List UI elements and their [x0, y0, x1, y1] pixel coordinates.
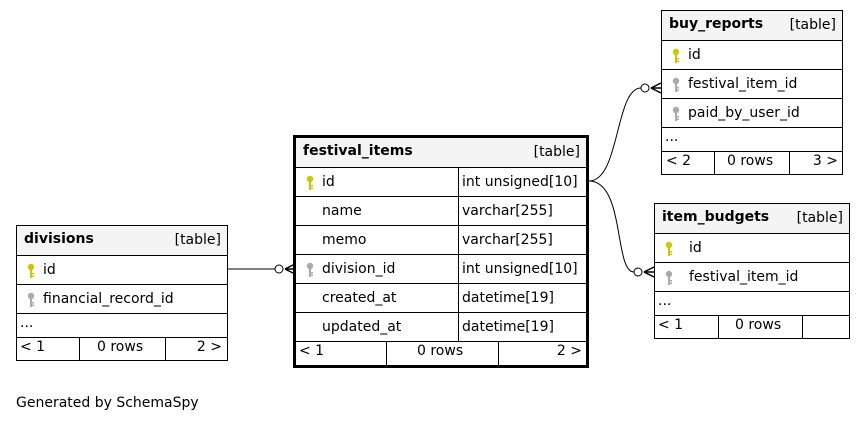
table-type: [table] [796, 210, 843, 226]
column-name[interactable]: name [322, 203, 362, 219]
primary-key-icon [665, 241, 673, 256]
column-type: varchar[255] [462, 232, 553, 248]
column-type: varchar[255] [462, 203, 553, 219]
column-name[interactable]: created_at [322, 290, 397, 306]
table-header[interactable]: buy_reports [table] [662, 11, 842, 41]
column-name[interactable]: id [688, 47, 701, 63]
table-item-budgets[interactable]: item_budgets [table] id festival_item_id… [654, 203, 850, 339]
column-row[interactable]: financial_record_id [17, 285, 227, 314]
foreign-key-icon [672, 77, 680, 92]
parent-count[interactable]: < 1 [20, 339, 46, 355]
column-row[interactable]: festival_item_id [662, 70, 842, 99]
column-name[interactable]: festival_item_id [689, 269, 799, 285]
primary-key-icon [306, 175, 314, 190]
child-count[interactable]: 2 > [196, 339, 222, 355]
column-name[interactable]: division_id [322, 261, 396, 277]
table-name[interactable]: item_budgets [662, 209, 770, 225]
column-type: int unsigned[10] [462, 174, 578, 190]
column-name[interactable]: id [689, 240, 702, 256]
column-name[interactable]: financial_record_id [43, 291, 174, 307]
table-name[interactable]: divisions [24, 231, 94, 247]
column-name[interactable]: memo [322, 232, 367, 248]
row-count: 0 rows [417, 343, 464, 359]
foreign-key-icon [665, 270, 673, 285]
table-type: [table] [174, 232, 221, 248]
relation-optional-marker [633, 267, 643, 277]
more-columns-ellipsis: ... [662, 128, 842, 152]
column-type: datetime[19] [462, 290, 554, 306]
column-type: int unsigned[10] [462, 261, 578, 277]
relation-crowfoot-marker [650, 82, 662, 94]
column-row[interactable]: division_id int unsigned[10] [296, 255, 586, 284]
column-row[interactable]: festival_item_id [655, 263, 849, 292]
table-divisions[interactable]: divisions [table] id financial_record_id… [16, 225, 228, 361]
more-columns-ellipsis: ... [655, 292, 849, 316]
relation-optional-marker [274, 264, 284, 274]
table-footer: < 2 0 rows 3 > [662, 152, 842, 174]
table-buy-reports[interactable]: buy_reports [table] id festival_item_id … [661, 10, 843, 175]
relation-festival-items-buy-reports [588, 87, 642, 182]
relation-optional-marker [640, 83, 650, 93]
column-row[interactable]: name varchar[255] [296, 197, 586, 226]
table-name[interactable]: festival_items [303, 143, 413, 159]
table-footer: < 1 0 rows 2 > [296, 342, 586, 365]
generated-by-credit: Generated by SchemaSpy [16, 395, 199, 411]
table-header[interactable]: divisions [table] [17, 226, 227, 256]
more-columns-ellipsis: ... [17, 314, 227, 338]
table-header[interactable]: item_budgets [table] [655, 204, 849, 234]
parent-count[interactable]: < 1 [299, 343, 325, 359]
column-type: datetime[19] [462, 319, 554, 335]
table-header[interactable]: festival_items [table] [296, 138, 586, 168]
column-name[interactable]: updated_at [322, 319, 402, 335]
relation-festival-items-item-budgets [588, 180, 635, 273]
table-name[interactable]: buy_reports [669, 16, 764, 32]
column-name[interactable]: id [43, 262, 56, 278]
column-row[interactable]: id [17, 256, 227, 285]
foreign-key-icon [672, 106, 680, 121]
row-count: 0 rows [735, 317, 782, 333]
relation-crowfoot-marker [643, 266, 655, 278]
primary-key-icon [672, 48, 680, 63]
table-footer: < 1 0 rows 2 > [17, 338, 227, 360]
column-name[interactable]: id [322, 174, 335, 190]
row-count: 0 rows [727, 153, 774, 169]
column-row[interactable]: created_at datetime[19] [296, 284, 586, 313]
column-row[interactable]: id [662, 41, 842, 70]
column-row[interactable]: updated_at datetime[19] [296, 313, 586, 342]
table-festival-items[interactable]: festival_items [table] id int unsigned[1… [293, 135, 589, 368]
child-count[interactable]: 2 > [556, 343, 582, 359]
primary-key-icon [27, 263, 35, 278]
column-name[interactable]: paid_by_user_id [688, 105, 800, 121]
foreign-key-icon [27, 292, 35, 307]
column-row[interactable]: id [655, 234, 849, 263]
parent-count[interactable]: < 2 [666, 153, 692, 169]
row-count: 0 rows [97, 339, 144, 355]
table-type: [table] [789, 17, 836, 33]
column-name[interactable]: festival_item_id [688, 76, 798, 92]
column-row[interactable]: paid_by_user_id [662, 99, 842, 128]
child-count[interactable]: 3 > [812, 153, 838, 169]
column-row[interactable]: id int unsigned[10] [296, 168, 586, 197]
foreign-key-icon [306, 262, 314, 277]
table-footer: < 1 0 rows [655, 316, 849, 338]
table-type: [table] [533, 144, 580, 160]
column-row[interactable]: memo varchar[255] [296, 226, 586, 255]
parent-count[interactable]: < 1 [658, 317, 684, 333]
